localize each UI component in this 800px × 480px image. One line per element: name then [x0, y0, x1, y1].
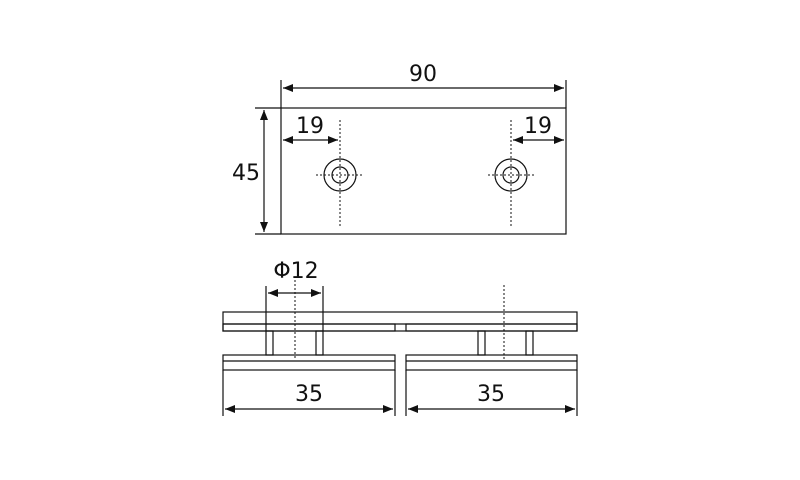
right-hole-inner	[502, 166, 520, 184]
left-clamp-plate	[222, 354, 396, 371]
right-hole-outer	[494, 158, 528, 192]
top-plate-side	[222, 311, 578, 332]
right-inner-plate	[405, 323, 578, 332]
right-clamp-width-label: 35	[477, 382, 505, 407]
top-view	[255, 80, 567, 235]
right-hole-offset-label: 19	[524, 114, 552, 139]
right-bolt-b	[525, 330, 534, 356]
width-label: 90	[409, 62, 437, 87]
left-hole-outer	[323, 158, 357, 192]
top-plate-outline	[280, 107, 567, 235]
left-inner-plate	[222, 323, 396, 332]
hole-diameter-label: Φ12	[273, 259, 318, 284]
left-hole-inner	[331, 166, 349, 184]
right-bolt-a	[477, 330, 486, 356]
left-bolt-a	[265, 330, 274, 356]
left-hole-offset-label: 19	[296, 114, 324, 139]
left-clamp-width-label: 35	[295, 382, 323, 407]
left-bolt-b	[315, 330, 324, 356]
height-label: 45	[232, 161, 260, 186]
side-view	[222, 280, 578, 416]
right-clamp-plate	[405, 354, 578, 371]
